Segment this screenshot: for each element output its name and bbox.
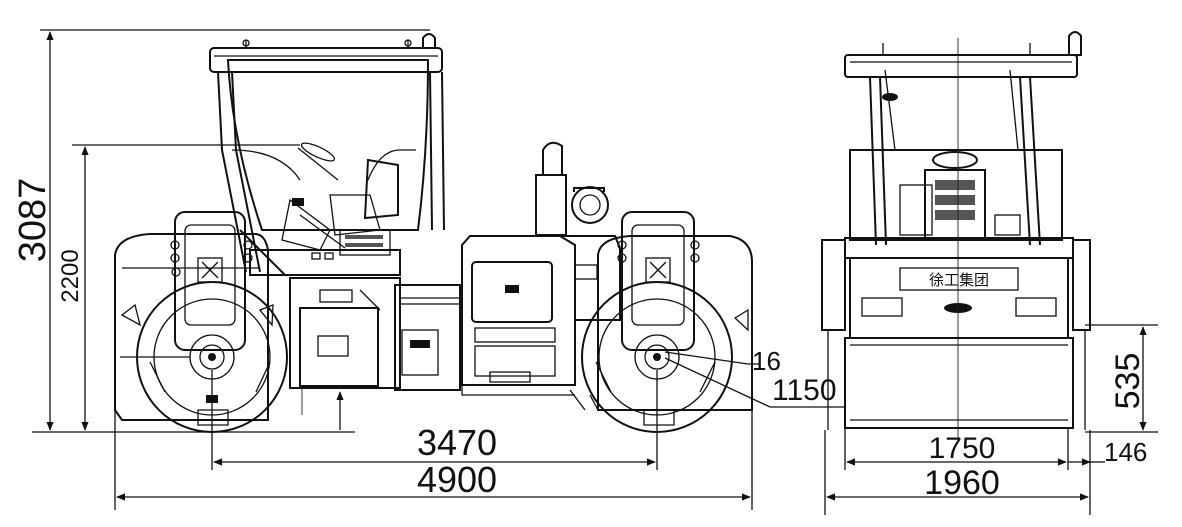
dim-overall-length: 4900: [417, 459, 497, 500]
front-view-dimensions: [824, 324, 1158, 515]
rear-frame: [569, 211, 753, 411]
dim-drum-width: 1750: [929, 432, 996, 465]
engine-hood: [461, 141, 621, 396]
side-view-dimensions: [40, 29, 845, 510]
front-frame: [114, 211, 274, 421]
dim-overall-width: 1960: [924, 464, 1000, 502]
front-view-roller: 徐工集团: [821, 31, 1091, 440]
front-drum: [120, 281, 288, 433]
dim-offset-small: 16: [752, 346, 781, 376]
rops-canopy: [209, 33, 445, 273]
brand-logo-text: 徐工集团: [929, 272, 989, 289]
dim-overhang: 146: [1104, 437, 1147, 467]
dim-cab-height: 2200: [57, 249, 84, 302]
dim-overall-height: 3087: [12, 178, 54, 263]
dim-wheelbase: 3470: [417, 422, 497, 463]
operator-seat: [281, 142, 399, 256]
central-body: [289, 277, 461, 415]
side-view-roller: [32, 33, 753, 433]
dim-drum-diameter: 1150: [772, 374, 837, 407]
dim-side-clearance: 535: [1109, 353, 1147, 410]
brand-logo-plate: [899, 267, 1019, 291]
